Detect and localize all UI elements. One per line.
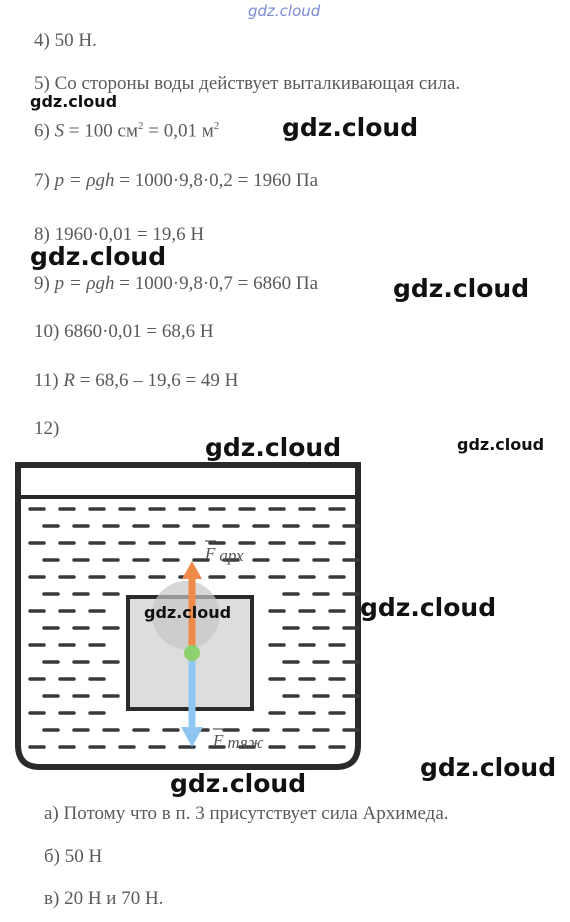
archimedes-arrowhead — [182, 561, 202, 579]
watermark: gdz.cloud — [144, 603, 232, 622]
step-7: 7) p = ρgh = 1000·9,8·0,2 = 1960 Па — [34, 170, 319, 191]
step-6: 6) S = 100 см2 = 0,01 м2 — [34, 120, 220, 142]
watermark: gdz.cloud — [205, 433, 342, 462]
step-8: 8) 1960·0,01 = 19,6 Н — [34, 224, 205, 245]
answer-b: б) 50 Н — [44, 846, 103, 867]
gravity-arrowhead — [181, 727, 203, 747]
step-9: 9) p = ρgh = 1000·9,8·0,7 = 6860 Па — [34, 273, 319, 294]
block-shadow — [152, 581, 220, 649]
watermark: gdz.cloud — [170, 769, 307, 798]
center-of-mass-dot — [184, 645, 200, 661]
step-11: 11) R = 68,6 – 19,6 = 49 Н — [34, 370, 239, 391]
watermark-top: gdz.cloud — [248, 2, 321, 20]
watermark: gdz.cloud — [282, 113, 419, 142]
step-4: 4) 50 Н. — [34, 30, 97, 51]
watermark: gdz.cloud — [420, 753, 557, 782]
water-dashes — [28, 507, 360, 749]
watermark: gdz.cloud — [457, 435, 545, 454]
watermark: gdz.cloud — [360, 593, 497, 622]
step-10: 10) 6860·0,01 = 68,6 Н — [34, 321, 214, 342]
watermark: gdz.cloud — [30, 92, 118, 111]
step-5: 5) Со стороны воды действует выталкивающ… — [34, 73, 461, 94]
answer-a: а) Потому что в п. 3 присутствует сила А… — [44, 803, 449, 824]
watermark: gdz.cloud — [30, 242, 167, 271]
watermark: gdz.cloud — [393, 274, 530, 303]
answer-c: в) 20 Н и 70 Н. — [44, 888, 164, 909]
step-12: 12) — [34, 418, 60, 439]
